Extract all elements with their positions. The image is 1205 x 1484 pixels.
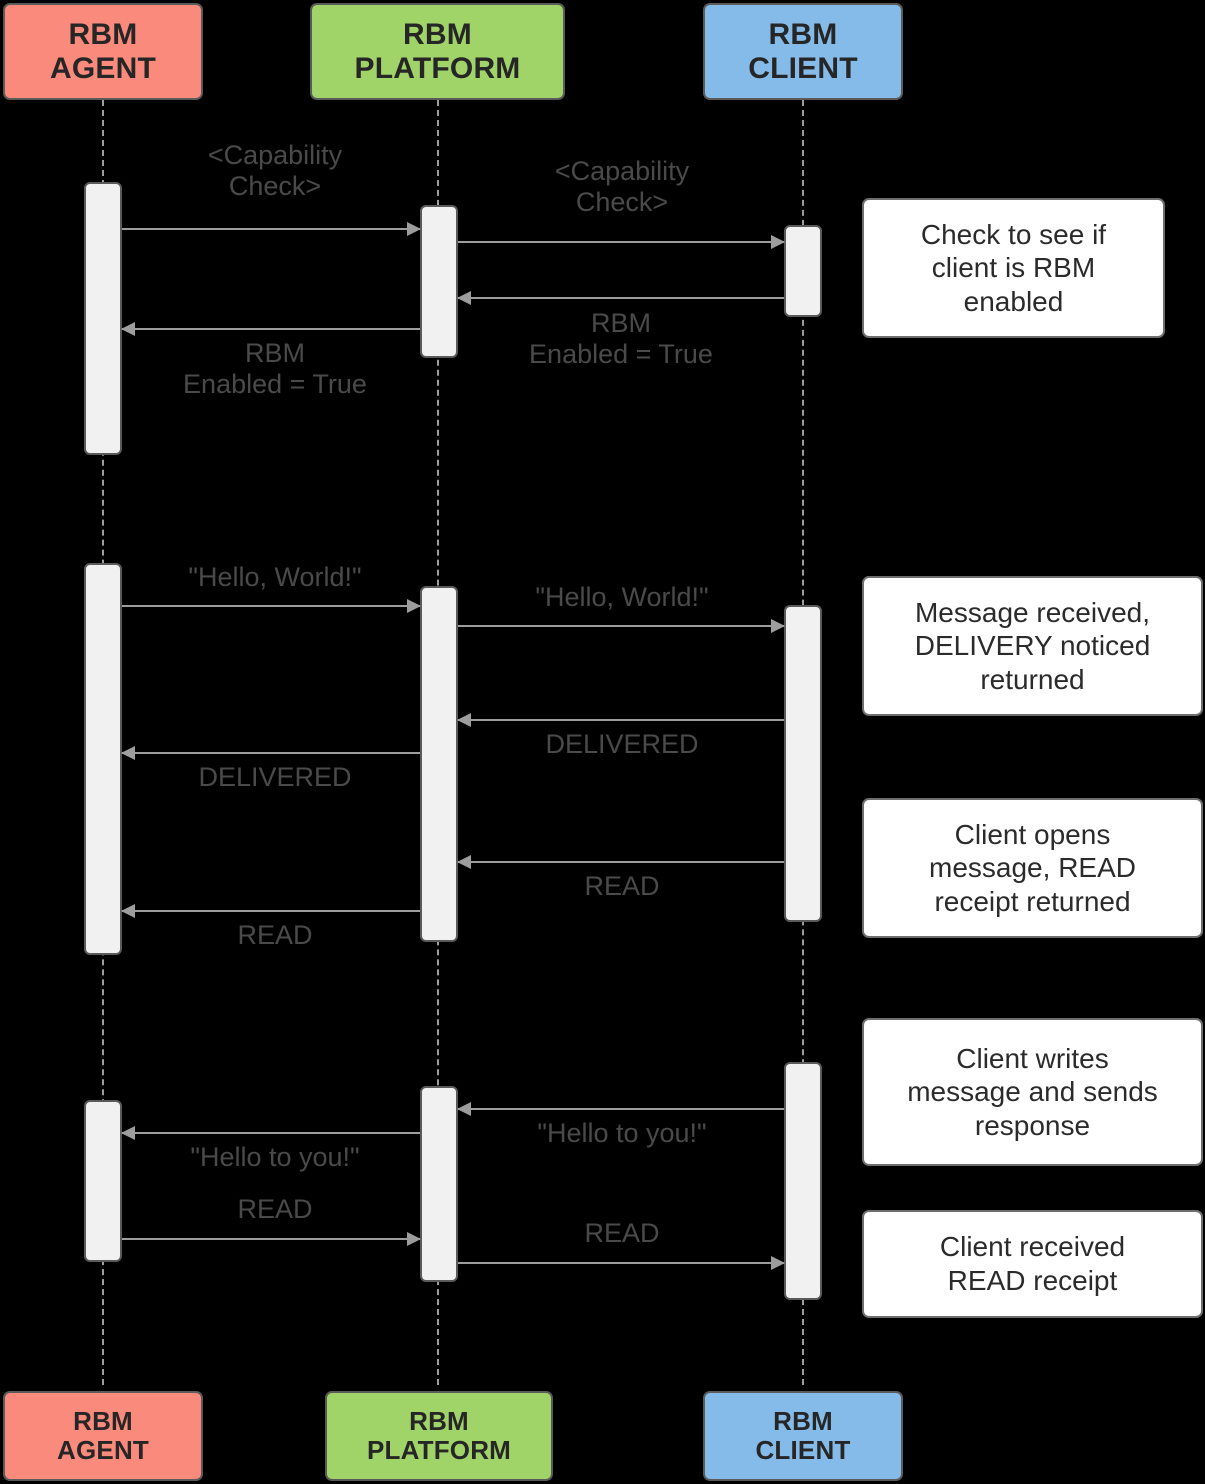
activation-platform-1 [420,205,458,358]
message-arrow-m10 [121,904,420,918]
participant-header-client-label: RBM CLIENT [748,17,858,85]
note-message-received: Message received, DELIVERY noticed retur… [862,576,1203,716]
message-label-m11: "Hello to you!" [537,1118,707,1148]
message-label-m9: READ [584,871,660,901]
message-arrow-m5 [122,599,421,613]
message-label-m1: <Capability Check> [207,140,343,201]
participant-header-agent[interactable]: RBM AGENT [3,3,203,100]
note-client-opens-message: Client opens message, READ receipt retur… [862,798,1203,938]
message-label-m6: "Hello, World!" [535,582,709,612]
participant-footer-client[interactable]: RBM CLIENT [703,1391,903,1481]
arrowhead-icon [407,1232,421,1246]
activation-client-1 [784,225,822,317]
participant-header-platform-label: RBM PLATFORM [354,17,521,85]
note-capability-check: Check to see if client is RBM enabled [862,198,1165,338]
message-arrow-m2 [458,235,785,249]
message-arrow-m13 [122,1232,421,1246]
message-label-m7: DELIVERED [545,729,699,759]
activation-client-3 [784,1062,822,1300]
participant-footer-client-label: RBM CLIENT [755,1405,851,1465]
message-label-m4: RBM Enabled = True [183,338,367,399]
arrowhead-icon [771,235,785,249]
activation-agent-1 [84,182,122,455]
message-label-m2: <Capability Check> [554,156,690,217]
arrowhead-icon [407,222,421,236]
arrowhead-icon [407,599,421,613]
activation-platform-3 [420,1086,458,1282]
arrowhead-icon [457,291,471,305]
message-label-m13: READ [237,1194,313,1224]
message-arrow-m9 [457,855,784,869]
message-label-m8: DELIVERED [198,762,352,792]
message-arrow-m1 [122,222,421,236]
arrowhead-icon [121,746,135,760]
message-arrow-m11 [457,1102,784,1116]
participant-footer-platform-label: RBM PLATFORM [366,1405,512,1465]
message-label-m14: READ [584,1218,660,1248]
note-text: Client writes message and sends response [907,1042,1158,1141]
message-arrow-m3 [457,291,784,305]
message-arrow-m8 [121,746,420,760]
note-client-received-read: Client received READ receipt [862,1210,1203,1318]
activation-platform-2 [420,586,458,942]
participant-footer-agent-label: RBM AGENT [57,1405,149,1465]
participant-header-platform[interactable]: RBM PLATFORM [310,3,565,100]
arrowhead-icon [121,322,135,336]
activation-client-2 [784,605,822,922]
message-label-m3: RBM Enabled = True [529,308,713,369]
participant-header-agent-label: RBM AGENT [50,17,156,85]
participant-header-client[interactable]: RBM CLIENT [703,3,903,100]
message-arrow-m4 [121,322,420,336]
note-text: Message received, DELIVERY noticed retur… [914,596,1151,695]
arrowhead-icon [121,1126,135,1140]
participant-footer-agent[interactable]: RBM AGENT [3,1391,203,1481]
note-text: Client received READ receipt [939,1231,1126,1296]
activation-agent-2 [84,563,122,955]
message-arrow-m6 [458,619,785,633]
message-label-m10: READ [237,920,313,950]
arrowhead-icon [771,1256,785,1270]
message-arrow-m7 [457,713,784,727]
note-text: Check to see if client is RBM enabled [920,218,1107,317]
message-arrow-m14 [458,1256,785,1270]
activation-agent-3 [84,1100,122,1262]
arrowhead-icon [771,619,785,633]
message-arrow-m12 [121,1126,420,1140]
note-text: Client opens message, READ receipt retur… [929,818,1136,917]
arrowhead-icon [121,904,135,918]
arrowhead-icon [457,1102,471,1116]
note-client-writes-message: Client writes message and sends response [862,1018,1203,1166]
message-label-m5: "Hello, World!" [188,562,362,592]
arrowhead-icon [457,713,471,727]
message-label-m12: "Hello to you!" [190,1142,360,1172]
participant-footer-platform[interactable]: RBM PLATFORM [325,1391,553,1481]
arrowhead-icon [457,855,471,869]
